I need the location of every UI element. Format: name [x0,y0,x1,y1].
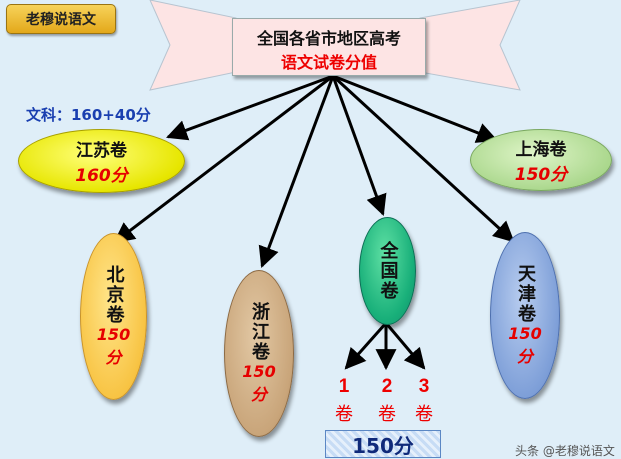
sub-3-label: 卷 [415,404,433,425]
node-jiangsu-score: 160分 [75,166,128,186]
arrow-to-jiangsu [166,74,334,141]
node-zhejiang-name: 浙江卷 [249,302,270,362]
node-zhejiang-unit: 分 [250,385,267,404]
node-beijing: 北京卷 150 分 [80,233,147,400]
node-national-name: 全国卷 [377,241,399,301]
arrow-to-shanghai [332,74,498,143]
sub-2-number: 2 [381,376,393,397]
sub-3-number: 3 [418,376,430,397]
node-beijing-name: 北京卷 [103,265,125,325]
ribbon-left [149,0,237,91]
node-shanghai-name: 上海卷 [515,140,567,160]
title-line-1: 全国各省市地区高考 [256,29,401,48]
author-badge: 老穆说语文 [6,4,116,34]
node-zhejiang-score: 150 [242,362,276,381]
national-sub-1: 1 卷 [333,376,355,426]
arrow-to-zhejiang [258,75,335,268]
node-beijing-unit: 分 [105,348,122,367]
title-line-2: 语文试卷分值 [280,53,377,72]
watermark-credit: 头条 @老穆说语文 [515,444,615,458]
node-beijing-score: 150 [96,325,131,344]
node-tianjin-unit: 分 [516,347,533,366]
arrow-to-beijing [113,74,334,244]
ribbon-right [419,0,521,91]
national-sub-3: 3 卷 [413,376,435,426]
node-national: 全国卷 [359,217,416,325]
national-total-score: 150分 [325,430,441,458]
arrow-to-sub-1 [344,322,388,370]
arrow-to-tianjin [331,74,515,243]
node-tianjin-name: 天津卷 [515,264,536,324]
liberal-arts-note: 文科：160+40分 [26,106,151,124]
sub-1-label: 卷 [335,404,353,425]
arrow-to-national [331,75,387,216]
national-sub-2: 2 卷 [376,376,398,426]
node-jiangsu-name: 江苏卷 [76,141,127,161]
node-tianjin-score: 150 [508,324,542,343]
arrow-to-sub-3 [384,322,426,370]
sub-2-label: 卷 [378,404,396,425]
node-shanghai-score: 150分 [514,165,568,185]
node-jiangsu: 江苏卷 160分 [18,129,185,193]
sub-1-number: 1 [338,376,350,397]
node-shanghai: 上海卷 150分 [470,129,612,191]
node-tianjin: 天津卷 150 分 [490,232,560,399]
node-zhejiang: 浙江卷 150 分 [224,270,294,437]
title-box: 全国各省市地区高考 语文试卷分值 [232,18,426,76]
